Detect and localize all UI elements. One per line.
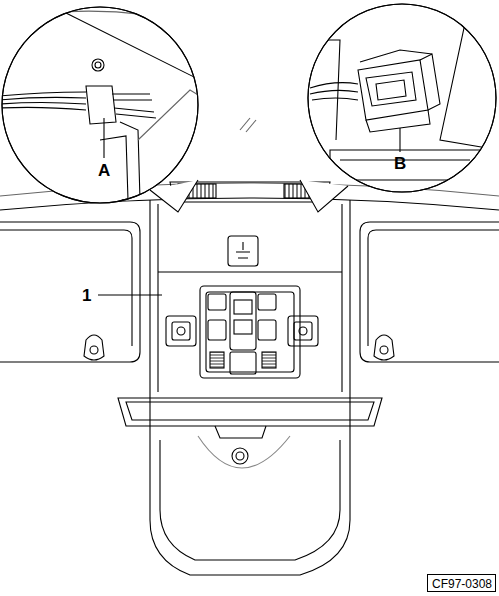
callout-label: B — [394, 155, 406, 172]
reference-box: CF97-0308 — [427, 574, 496, 592]
callout-label: A — [98, 162, 110, 179]
reference-code: CF97-0308 — [432, 578, 491, 590]
callout-label: 1 — [82, 287, 91, 304]
